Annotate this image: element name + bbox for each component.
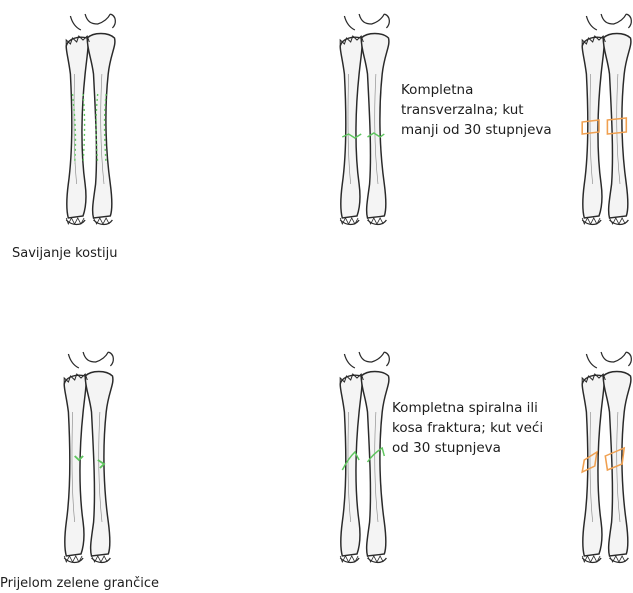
label-line: kosa fraktura; kut veći (392, 418, 543, 438)
forearm-bending (66, 14, 115, 225)
label-greenstick: Prijelom zelene grančice (0, 574, 159, 593)
label-line: Kompletna (401, 80, 552, 100)
forearm-complete-transverse-displaced (582, 14, 631, 225)
forearm-complete-spiral (340, 352, 389, 563)
label-line: manji od 30 stupnjeva (401, 120, 552, 140)
forearm-greenstick (64, 352, 113, 563)
label-bending: Savijanje kostiju (12, 244, 117, 263)
label-line: od 30 stupnjeva (392, 438, 543, 458)
forearm-complete-transverse (340, 14, 389, 225)
label-complete-transverse: Kompletna transverzalna; kut manji od 30… (401, 80, 552, 140)
forearm-complete-oblique (582, 352, 631, 563)
label-line: Kompletna spiralna ili (392, 398, 543, 418)
label-complete-spiral: Kompletna spiralna ili kosa fraktura; ku… (392, 398, 543, 458)
label-line: transverzalna; kut (401, 100, 552, 120)
